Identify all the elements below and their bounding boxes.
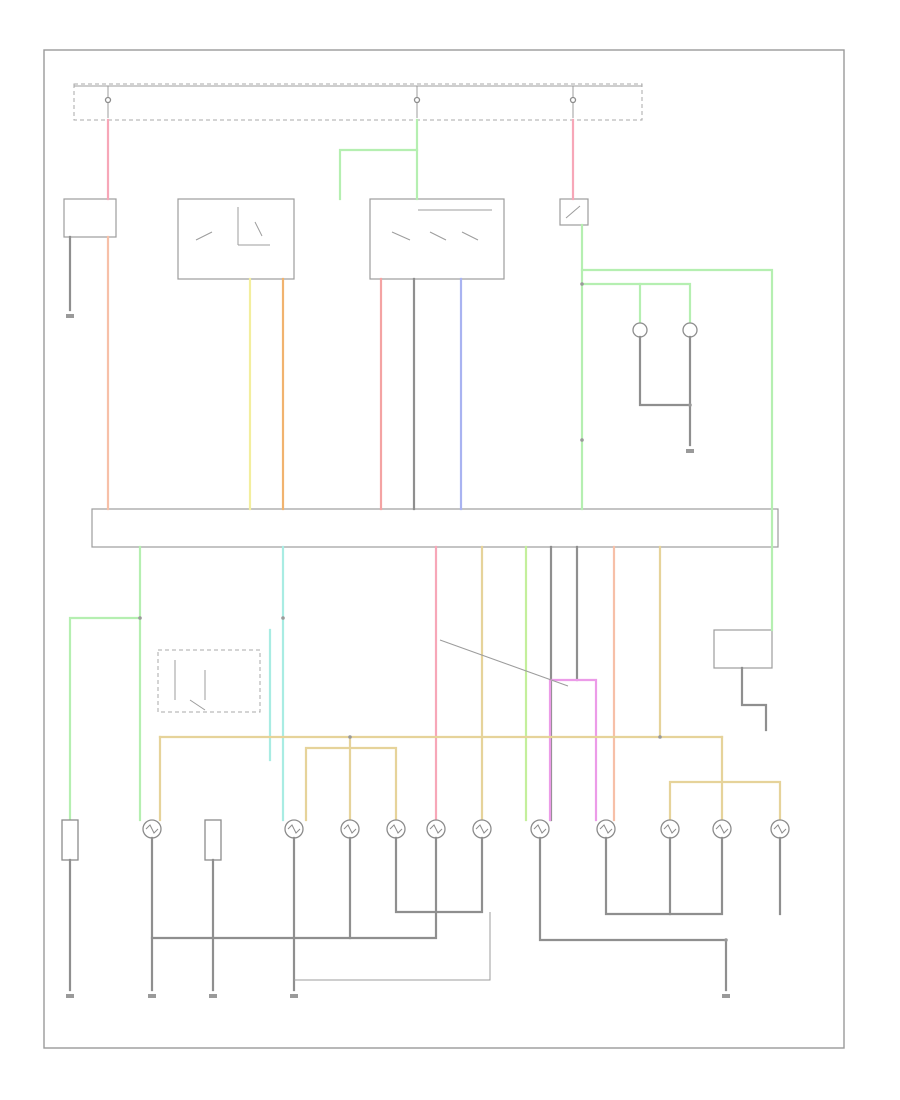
- ground-g1-icon: [66, 314, 74, 318]
- callout-leader: [439, 639, 569, 687]
- splice-points: [138, 282, 728, 942]
- fuse-1: [104, 86, 112, 118]
- multifunction-switch: [177, 198, 295, 280]
- ground-g2-icon: [686, 449, 694, 453]
- right-rear-module: [713, 629, 773, 669]
- brake-pedal-position-switch: [559, 198, 589, 226]
- wire-thin-center-return: [294, 912, 491, 981]
- wire-violet-loop: [548, 678, 598, 822]
- wire-ground-park-return: [150, 836, 438, 940]
- central-junction-box: [91, 508, 779, 548]
- left-side-marker-lamp-icon: [204, 819, 222, 861]
- diagram-border: [43, 49, 845, 1049]
- high-mount-stop-lamp-right-icon: [682, 322, 698, 338]
- wire-green-hmsl-feed: [580, 282, 692, 324]
- wire-tan-bus-right: [668, 780, 782, 822]
- trailer-relay-module: [157, 649, 261, 713]
- ground-g5-icon: [209, 994, 217, 998]
- fuse-box-outline: [73, 83, 643, 121]
- wire-green-brake-output: [580, 223, 774, 632]
- left-relay-module: [63, 198, 117, 238]
- wire-ground-hmsl: [638, 335, 692, 407]
- ground-g4-icon: [148, 994, 156, 998]
- wire-ground-park-lamps-2: [394, 836, 484, 914]
- wire-ground-rear-return: [538, 836, 728, 992]
- wire-ground-rear-right: [604, 836, 724, 916]
- fuse-3: [569, 86, 577, 118]
- wire-ground-rear-module: [740, 666, 768, 732]
- left-front-marker-lamp-icon: [61, 819, 79, 861]
- ground-g7-icon: [722, 994, 730, 998]
- headlamp-switch: [369, 198, 505, 280]
- fuse-panel-bus: [73, 83, 643, 121]
- ground-g6-icon: [290, 994, 298, 998]
- wire-green-left-lamps: [68, 545, 142, 822]
- lamp-row: [61, 819, 790, 861]
- high-mount-stop-lamp-left-icon: [632, 322, 648, 338]
- fuse-2: [413, 86, 421, 118]
- ground-g3-icon: [66, 994, 74, 998]
- switch-contacts: [195, 205, 581, 246]
- wire-green-fuse2-to-hls: [338, 118, 419, 201]
